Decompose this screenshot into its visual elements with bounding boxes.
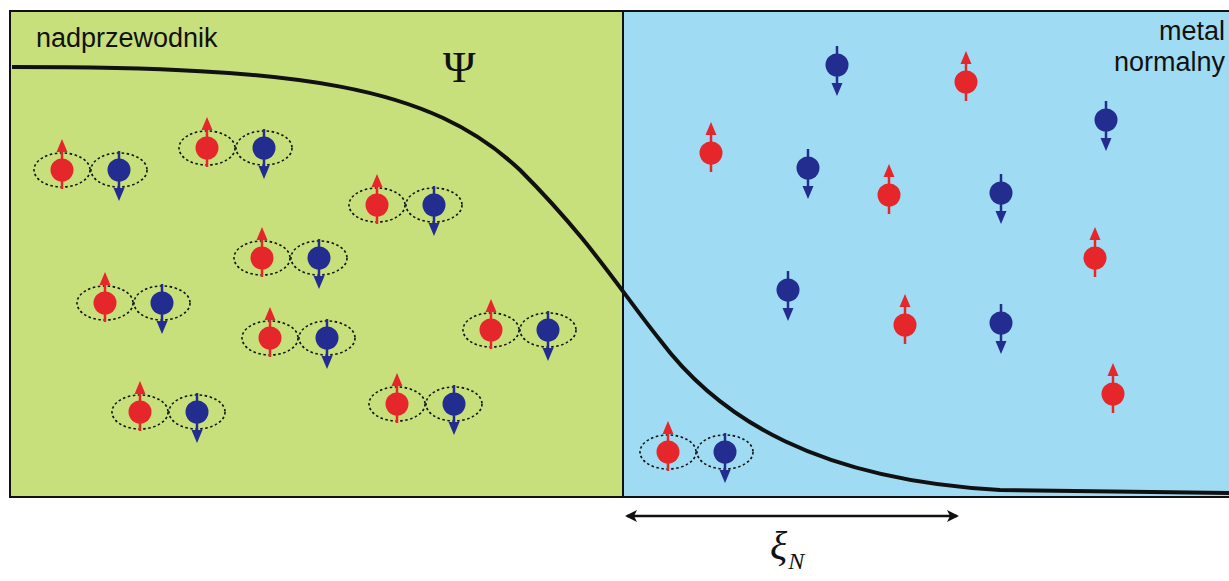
order-parameter-symbol: Ψ bbox=[443, 46, 475, 90]
cooper-pairs bbox=[34, 117, 753, 483]
region-title: nadprzewodnik bbox=[36, 23, 218, 54]
region-title: metal normalny bbox=[1105, 16, 1225, 78]
interface-line bbox=[622, 11, 624, 497]
normal-metal-region bbox=[623, 11, 1229, 497]
order-parameter-curve bbox=[12, 67, 1229, 493]
superconductor-region: nadprzewodnik bbox=[10, 11, 623, 497]
coherence-length-subscript: N bbox=[788, 549, 804, 573]
length-arrow bbox=[627, 515, 957, 518]
single-electrons bbox=[700, 46, 1125, 413]
coherence-length-symbol: ξ bbox=[770, 526, 787, 566]
normal-metal-region: metal normalny bbox=[623, 11, 1229, 497]
outer-frame bbox=[10, 11, 1229, 497]
